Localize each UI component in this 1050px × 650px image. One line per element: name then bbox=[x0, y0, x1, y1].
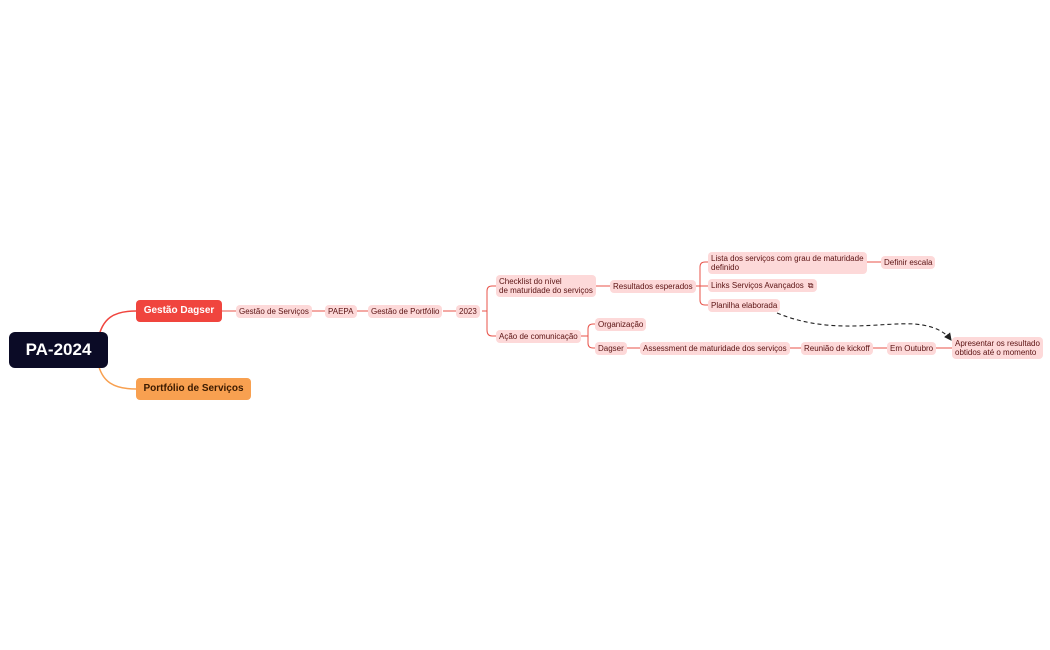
node-ano-label: 2023 bbox=[459, 307, 477, 316]
node-gestao-servicos-label: Gestão de Serviços bbox=[239, 307, 309, 316]
node-reuniao-kickoff-label: Reunião de kickoff bbox=[804, 344, 870, 353]
node-organizacao[interactable]: Organização bbox=[595, 318, 647, 331]
node-acao-comunicacao[interactable]: Ação de comunicação bbox=[496, 330, 581, 343]
branch-gestao-dagser[interactable]: Gestão Dagser bbox=[136, 300, 222, 322]
node-acao-comunicacao-label: Ação de comunicação bbox=[499, 332, 578, 341]
node-gestao-portfolio-label: Gestão de Portfólio bbox=[371, 307, 440, 316]
node-em-outubro[interactable]: Em Outubro bbox=[887, 342, 937, 355]
node-definir-escala-label: Definir escala bbox=[884, 258, 933, 267]
node-lista-line1: Lista dos serviços com grau de maturidad… bbox=[711, 254, 864, 263]
node-lista-line2: definido bbox=[711, 263, 740, 272]
root-label: PA-2024 bbox=[25, 340, 92, 359]
node-paepa-label: PAEPA bbox=[328, 307, 354, 316]
dashed-relation-arrow bbox=[776, 312, 952, 341]
node-checklist-line2: de maturidade do serviços bbox=[499, 286, 593, 295]
node-links-servicos[interactable]: Links Serviços Avançados⧉ bbox=[708, 279, 817, 292]
node-dagser[interactable]: Dagser bbox=[595, 342, 627, 355]
node-organizacao-label: Organização bbox=[598, 320, 644, 329]
node-resultados-esperados[interactable]: Resultados esperados bbox=[610, 280, 696, 293]
branch-portfolio-label: Portfólio de Serviços bbox=[143, 383, 244, 394]
branch-gestao-dagser-label: Gestão Dagser bbox=[143, 305, 215, 316]
branch-portfolio-servicos[interactable]: Portfólio de Serviços bbox=[136, 378, 251, 400]
node-checklist-line1: Checklist do nível bbox=[499, 277, 562, 286]
node-lista-servicos[interactable]: Lista dos serviços com grau de maturidad… bbox=[708, 252, 867, 274]
node-definir-escala[interactable]: Definir escala bbox=[881, 256, 936, 269]
node-planilha-label: Planilha elaborada bbox=[711, 301, 778, 310]
node-dagser-label: Dagser bbox=[598, 344, 624, 353]
node-resultados-esperados-label: Resultados esperados bbox=[613, 282, 693, 291]
node-reuniao-kickoff[interactable]: Reunião de kickoff bbox=[801, 342, 873, 355]
node-em-outubro-label: Em Outubro bbox=[890, 344, 934, 353]
node-apresentar-line2: obtidos até o momento bbox=[955, 348, 1037, 357]
external-link-icon[interactable]: ⧉ bbox=[807, 281, 814, 290]
node-gestao-servicos[interactable]: Gestão de Serviços bbox=[236, 305, 312, 318]
node-planilha-elaborada[interactable]: Planilha elaborada bbox=[708, 299, 781, 312]
node-links-servicos-label: Links Serviços Avançados bbox=[711, 281, 804, 290]
root-node[interactable]: PA-2024 bbox=[9, 332, 108, 368]
node-ano-2023[interactable]: 2023 bbox=[456, 305, 480, 318]
node-checklist[interactable]: Checklist do nível de maturidade do serv… bbox=[496, 275, 596, 297]
node-gestao-portfolio[interactable]: Gestão de Portfólio bbox=[368, 305, 443, 318]
node-assessment-label: Assessment de maturidade dos serviços bbox=[643, 344, 787, 353]
node-apresentar-line1: Apresentar os resultado bbox=[955, 339, 1040, 348]
node-paepa[interactable]: PAEPA bbox=[325, 305, 357, 318]
node-apresentar-resultados[interactable]: Apresentar os resultado obtidos até o mo… bbox=[952, 337, 1043, 359]
node-assessment[interactable]: Assessment de maturidade dos serviços bbox=[640, 342, 790, 355]
